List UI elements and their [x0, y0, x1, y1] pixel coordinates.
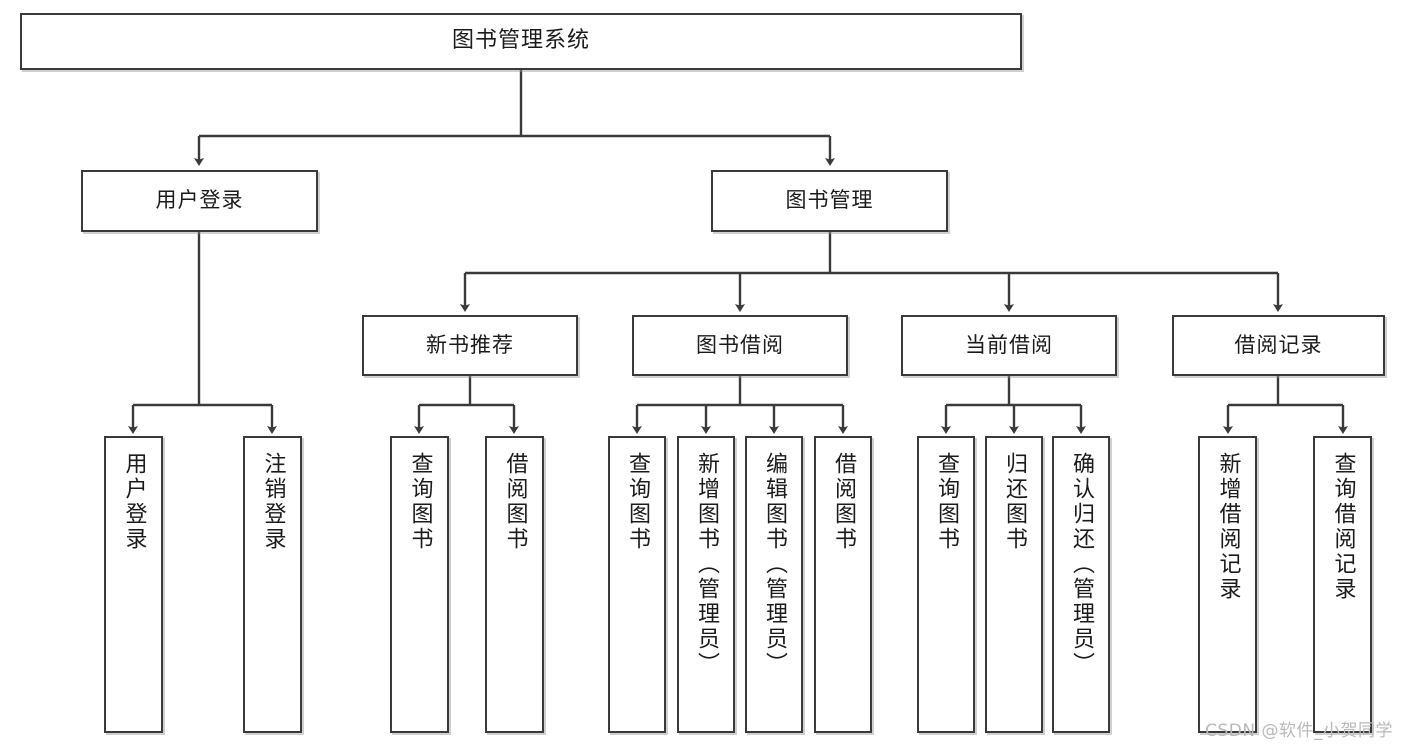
node-label: 新增借阅记录	[1215, 452, 1241, 602]
leaf-borrow-borrow-book[interactable]: 借阅图书	[814, 436, 872, 733]
leaf-current-query-book[interactable]: 查询图书	[917, 436, 975, 733]
leaf-recommend-query-book[interactable]: 查询图书	[390, 436, 449, 733]
node-label: 归还图书	[1001, 452, 1027, 552]
node-label: 借阅图书	[502, 452, 528, 552]
node-label: 新书推荐	[426, 332, 514, 357]
node-borrow-record[interactable]: 借阅记录	[1172, 315, 1385, 376]
node-label: 查询图书	[933, 452, 959, 552]
node-label: 查询图书	[624, 452, 650, 552]
node-label: 确认归还（管理员）	[1068, 452, 1094, 677]
leaf-record-add-borrow-record[interactable]: 新增借阅记录	[1198, 436, 1257, 733]
leaf-borrow-add-book-admin[interactable]: 新增图书（管理员）	[677, 436, 735, 733]
leaf-borrow-query-book[interactable]: 查询图书	[608, 436, 666, 733]
leaf-borrow-edit-book-admin[interactable]: 编辑图书（管理员）	[745, 436, 803, 733]
node-book-management[interactable]: 图书管理	[711, 170, 948, 232]
node-label: 图书借阅	[696, 332, 784, 357]
node-label: 注销登录	[260, 452, 286, 552]
node-label: 用户登录	[121, 452, 147, 552]
node-user-login[interactable]: 用户登录	[81, 170, 318, 232]
leaf-record-query-borrow-record[interactable]: 查询借阅记录	[1313, 436, 1372, 733]
node-label: 编辑图书（管理员）	[761, 452, 787, 677]
leaf-recommend-borrow-book[interactable]: 借阅图书	[485, 436, 544, 733]
node-label: 查询图书	[407, 452, 433, 552]
watermark: CSDN @软件_小贺同学	[1205, 721, 1393, 741]
node-label: 图书管理	[785, 188, 874, 213]
leaf-user-login[interactable]: 用户登录	[104, 436, 163, 733]
node-label: 图书管理系统	[451, 28, 590, 54]
node-new-book-recommend[interactable]: 新书推荐	[362, 315, 578, 376]
leaf-current-return-book[interactable]: 归还图书	[985, 436, 1043, 733]
leaf-current-confirm-return-admin[interactable]: 确认归还（管理员）	[1052, 436, 1110, 733]
node-label: 用户登录	[155, 188, 244, 213]
leaf-user-logout[interactable]: 注销登录	[243, 436, 302, 733]
node-label: 借阅记录	[1234, 332, 1323, 357]
node-label: 借阅图书	[830, 452, 856, 552]
node-current-borrow[interactable]: 当前借阅	[901, 315, 1117, 376]
node-book-borrow[interactable]: 图书借阅	[632, 315, 848, 376]
node-label: 新增图书（管理员）	[693, 452, 719, 677]
node-label: 查询借阅记录	[1330, 452, 1356, 602]
node-root-system[interactable]: 图书管理系统	[20, 13, 1022, 70]
node-label: 当前借阅	[965, 332, 1053, 357]
